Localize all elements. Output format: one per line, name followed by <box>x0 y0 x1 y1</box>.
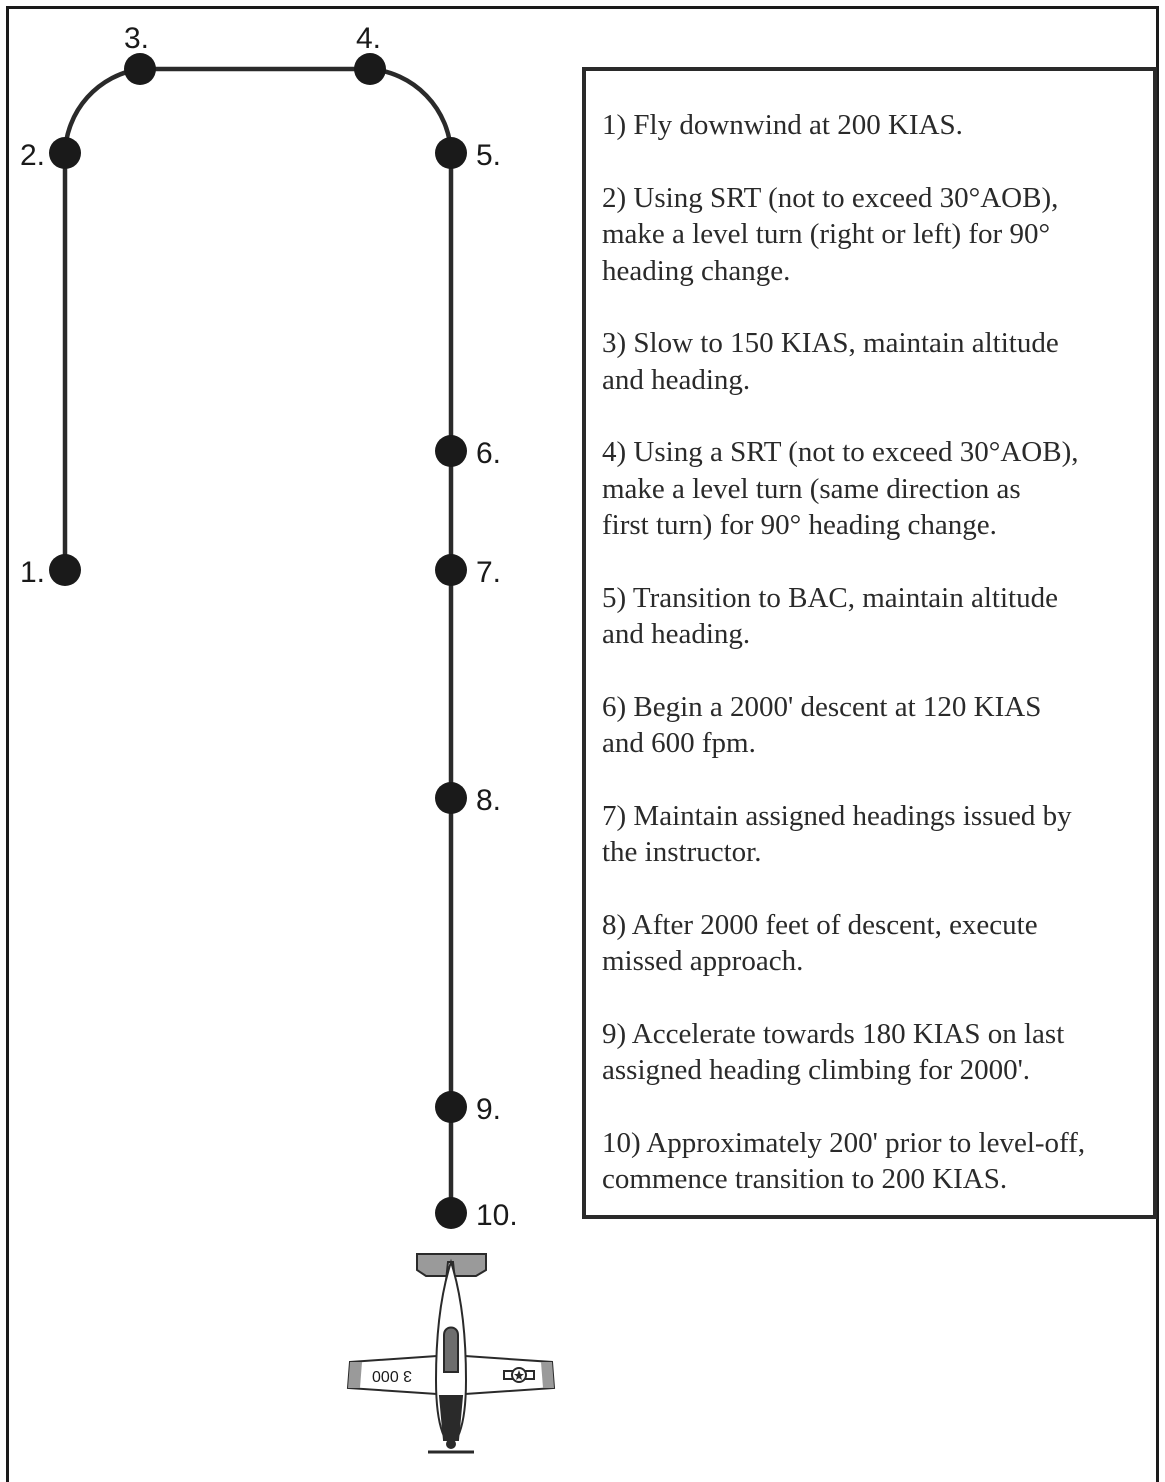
waypoint-4-label: 4. <box>356 22 381 55</box>
waypoint-2-label: 2. <box>20 139 45 172</box>
waypoint-8-label: 8. <box>476 784 501 817</box>
step-3: 3) Slow to 150 KIAS, maintain altitude a… <box>602 327 1059 396</box>
waypoint-1-marker <box>49 554 81 586</box>
procedure-steps-box: 1) Fly downwind at 200 KIAS. 2) Using SR… <box>582 67 1157 1219</box>
waypoint-3-marker <box>124 53 156 85</box>
step-2: 2) Using SRT (not to exceed 30°AOB), mak… <box>602 181 1059 287</box>
step-9: 9) Accelerate towards 180 KIAS on last a… <box>602 1017 1065 1087</box>
waypoint-10-label: 10. <box>476 1199 518 1232</box>
waypoint-3-label: 3. <box>124 22 149 55</box>
waypoint-8-marker <box>435 782 467 814</box>
waypoint-5-marker <box>435 137 467 169</box>
diagram-frame <box>6 6 1159 1482</box>
step-5: 5) Transition to BAC, maintain altitude … <box>602 581 1058 651</box>
waypoint-9-label: 9. <box>476 1093 501 1126</box>
step-7: 7) Maintain assigned headings issued by … <box>602 799 1072 869</box>
waypoint-6-label: 6. <box>476 437 501 470</box>
waypoint-7-marker <box>435 554 467 586</box>
waypoint-1-label: 1. <box>20 556 45 589</box>
trainer-aircraft-icon: 3 000 <box>346 1253 556 1454</box>
waypoint-10-marker <box>435 1197 467 1229</box>
step-8: 8) After 2000 feet of descent, execute m… <box>602 908 1038 978</box>
waypoint-2-marker <box>49 137 81 169</box>
waypoint-9-marker <box>435 1091 467 1123</box>
step-4: 4) Using a SRT (not to exceed 30°AOB), m… <box>602 436 1079 541</box>
waypoint-7-label: 7. <box>476 556 501 589</box>
waypoint-4-marker <box>354 53 386 85</box>
waypoint-5-label: 5. <box>476 139 501 172</box>
roundel-icon <box>503 1367 535 1383</box>
step-1: 1) Fly downwind at 200 KIAS. <box>602 109 963 141</box>
waypoint-6-marker <box>435 435 467 467</box>
step-10: 10) Approximately 200' prior to level-of… <box>602 1126 1086 1196</box>
flight-path-line <box>62 66 454 1213</box>
aircraft-wing-number: 3 000 <box>372 1367 412 1384</box>
step-6: 6) Begin a 2000' descent at 120 KIAS and… <box>602 690 1042 760</box>
